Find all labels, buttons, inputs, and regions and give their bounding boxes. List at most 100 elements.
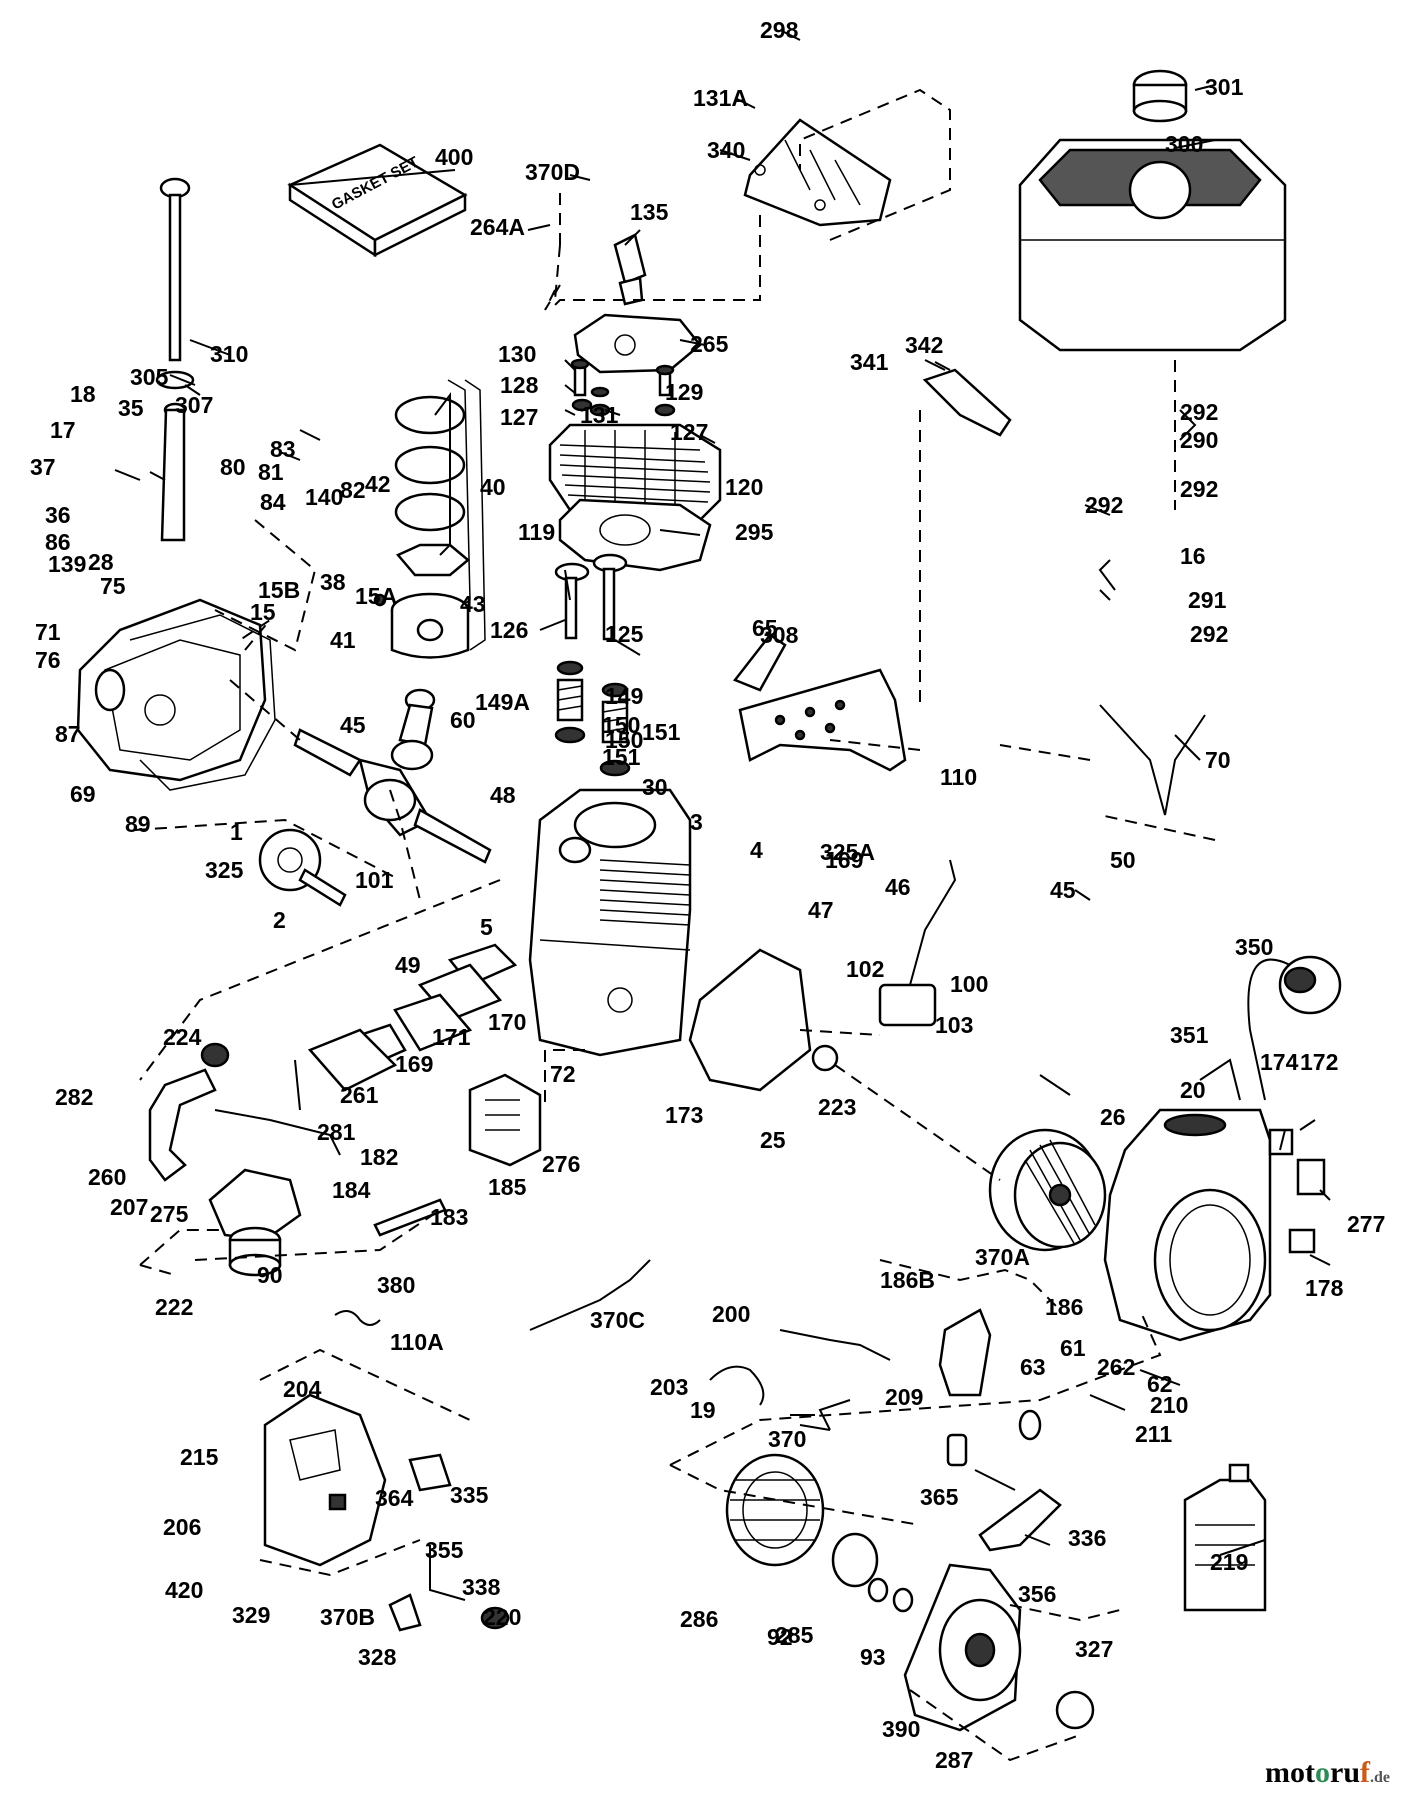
callout-label: 110A [390,1329,444,1355]
callout-label: 370D [525,159,580,185]
carburetor [208,1168,302,1277]
callout-label: 72 [550,1061,576,1087]
callout-label: 129 [665,379,703,405]
callout-label: 338 [462,1574,501,1600]
callout-label: 90 [257,1262,283,1288]
crankcase-cover [76,598,267,782]
callout-label: 169 [825,847,863,873]
callout-label: 329 [232,1602,270,1628]
knob-220 [480,1606,510,1630]
callout-label: 307 [175,392,213,418]
head-gasket [558,498,712,572]
callout-label: 183 [430,1204,468,1230]
callout-label: 130 [498,341,536,367]
callout-label: 38 [320,569,346,595]
callout-label: 292 [1190,621,1228,647]
callout-label: 150 [605,727,643,753]
callout-label: 84 [260,489,286,515]
callout-label: 101 [355,867,394,893]
callout-label: 261 [340,1082,379,1108]
fuel-tank [1018,69,1287,352]
parts-drawings: GASKET SET [76,69,1342,1732]
callout-label: 63 [1020,1354,1046,1380]
callout-label: 110 [940,764,977,790]
callout-label: 282 [55,1084,93,1110]
callout-label: 86 [45,529,71,555]
starter-handle [978,1488,1062,1552]
callout-label: 149A [475,689,530,715]
callout-label: 186 [1045,1294,1083,1320]
wire-harness [1099,704,1206,816]
callout-leader-lines [114,29,1331,1556]
watermark-part: f [1360,1756,1370,1789]
spark-plug [613,233,647,306]
intake-elbow [148,1068,217,1182]
callout-label: 20 [1180,1077,1206,1103]
callout-label: 351 [1170,1022,1209,1048]
callout-label: 186B [880,1267,935,1293]
watermark-part: mot [1265,1756,1315,1789]
spring-19 [709,1365,765,1406]
callout-label: 151 [602,744,641,770]
bushing-20 [811,1044,839,1072]
governor-gear [258,828,347,907]
callout-label: 301 [1205,74,1244,100]
callout-label: 87 [55,721,81,747]
callout-label: 170 [488,1009,526,1035]
callout-label: 140 [305,484,343,510]
decal-370c [1288,1228,1316,1254]
recoil-starter [903,1563,1022,1732]
callout-label: 16 [1180,543,1206,569]
muffler [468,1073,542,1167]
callout-label: 15 [250,599,276,625]
callout-label: 276 [542,1151,580,1177]
callout-label: 103 [935,1012,973,1038]
callout-label: 80 [220,454,246,480]
callout-label: 336 [1068,1525,1106,1551]
callout-label: 19 [690,1397,716,1423]
callout-label: 292 [1085,492,1123,518]
callout-label: 61 [1060,1335,1086,1361]
callout-label: 119 [518,519,555,545]
callout-label: 207 [110,1194,148,1220]
callout-label: 100 [950,971,988,997]
callout-label: 70 [1205,747,1231,773]
callout-label: 275 [150,1201,189,1227]
callout-label: 47 [808,897,834,923]
callout-label: 125 [605,621,644,647]
callout-label: 169 [395,1051,433,1077]
callout-label: 178 [1305,1275,1344,1301]
callout-label: 350 [1235,934,1273,960]
blower-housing [1103,1108,1272,1342]
callout-label: 286 [680,1606,718,1632]
callout-label: 380 [377,1272,415,1298]
callout-label: 390 [882,1716,920,1742]
callout-label: 41 [330,627,356,653]
callout-label: 127 [670,419,708,445]
callout-label: 219 [1210,1549,1248,1575]
callout-label: 292 [1180,399,1218,425]
rod-219 [429,1545,466,1601]
callout-label: 264A [470,214,525,240]
piston-rings [394,379,486,651]
cylinder-baffle [738,668,907,772]
callout-label: 93 [860,1644,886,1670]
dipstick [159,177,191,362]
callout-label: 400 [435,144,473,170]
dipstick-tube [155,370,195,542]
callout-label: 172 [1300,1049,1338,1075]
callout-label: 26 [1100,1104,1126,1130]
stator-backplate [688,948,812,1092]
callout-label: 341 [850,349,889,375]
callout-label: 171 [432,1024,471,1050]
callout-label: 81 [258,459,284,485]
callout-label: 69 [70,781,96,807]
callout-label: 209 [885,1384,923,1410]
callout-label: 71 [35,619,61,645]
control-bracket [779,1308,992,1397]
callout-label: 149 [605,683,643,709]
callout-label: 220 [483,1604,521,1630]
engine-block [528,788,692,1057]
callout-label: 28 [88,549,114,575]
